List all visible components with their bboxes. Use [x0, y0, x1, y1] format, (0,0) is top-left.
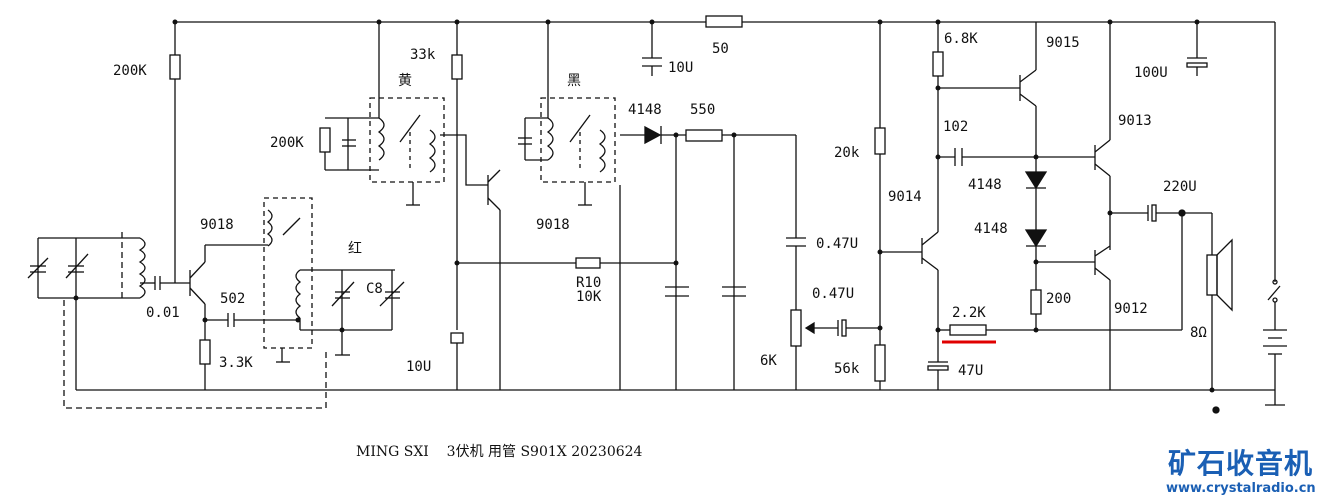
transistor-9015 [1019, 22, 1095, 330]
label-4148-b: 4148 [974, 221, 1008, 237]
label-r10-value: 10K [576, 289, 602, 305]
resistor-550 [685, 129, 723, 142]
label-2k2: 2.2K [952, 305, 986, 321]
junction-dots [73, 19, 1215, 393]
label-47u: 47U [958, 363, 984, 379]
label-001: 0.01 [146, 305, 180, 321]
diode-4148-detector [457, 125, 796, 390]
resistor-200 [1030, 289, 1042, 315]
label-200k-bias: 200K [113, 63, 147, 79]
label-9015: 9015 [1046, 35, 1080, 51]
osc-coil-red [263, 197, 405, 363]
resistor-20k [874, 127, 886, 155]
gang-link [63, 300, 327, 409]
label-56k: 56k [834, 361, 860, 377]
bias-chain [874, 22, 922, 390]
capacitor-10u-top [642, 22, 662, 76]
top-rail [175, 15, 1275, 28]
resistor-2k2 [949, 324, 987, 336]
resistor-3k3 [199, 339, 211, 365]
label-r10: R10 [576, 275, 602, 291]
label-20k: 20k [834, 145, 860, 161]
label-100u: 100U [1134, 65, 1168, 81]
label-4148-detector: 4148 [628, 102, 662, 118]
caption-description: 3伏机 用管 S901X 20230624 [446, 444, 643, 460]
label-10u-top: 10U [668, 60, 694, 76]
label-047u-a: 0.47U [816, 236, 859, 252]
label-50: 50 [712, 41, 729, 57]
output-stage [1094, 22, 1233, 390]
label-10u-bottom: 10U [406, 359, 432, 375]
resistor-50 [705, 15, 743, 28]
resistor-200k-if [319, 127, 331, 153]
resistor-56k [874, 344, 886, 382]
transistor-9014 [921, 22, 1182, 390]
label-550: 550 [690, 102, 716, 118]
speaker [1206, 254, 1218, 296]
capacitor-10u-bottom [450, 332, 464, 344]
label-osc-red: 红 [348, 241, 362, 257]
label-102: 102 [943, 119, 969, 135]
antenna-tank [27, 232, 190, 390]
resistor-6k8 [932, 51, 944, 77]
transistor-9018-if [487, 169, 501, 390]
label-if-yellow: 黄 [398, 73, 412, 89]
label-9014: 9014 [888, 189, 922, 205]
label-9013: 9013 [1118, 113, 1152, 129]
resistor-33k [450, 22, 464, 390]
label-200: 200 [1046, 291, 1072, 307]
label-6k: 6K [760, 353, 777, 369]
label-33k: 33k [410, 47, 436, 63]
power [1186, 22, 1287, 414]
label-c8: C8 [366, 281, 383, 297]
label-3k3: 3.3K [219, 355, 253, 371]
label-220u: 220U [1163, 179, 1197, 195]
transistor-9018-mixer [189, 244, 298, 390]
watermark-url: www.crystalradio.cn [1166, 481, 1316, 496]
label-9018-mixer: 9018 [200, 217, 234, 233]
label-9018-if: 9018 [536, 217, 570, 233]
label-200k-if: 200K [270, 135, 304, 151]
resistor-r10 [575, 257, 601, 269]
label-speaker: 8Ω [1190, 325, 1207, 341]
caption: MING SXI 3伏机 用管 S901X 20230624 [356, 441, 642, 461]
if-transformer-yellow [319, 22, 488, 206]
label-4148-a: 4148 [968, 177, 1002, 193]
caption-author: MING SXI [356, 444, 429, 460]
resistor-200k-bias [169, 22, 181, 283]
label-if-black: 黑 [567, 73, 581, 89]
label-047u-b: 0.47U [812, 286, 855, 302]
label-6k8: 6.8K [944, 31, 978, 47]
if-transformer-black [518, 22, 645, 390]
watermark-brand: 矿石收音机 [1168, 447, 1314, 480]
volume-pot-6k [786, 135, 880, 390]
label-502: 502 [220, 291, 246, 307]
label-9012: 9012 [1114, 301, 1148, 317]
